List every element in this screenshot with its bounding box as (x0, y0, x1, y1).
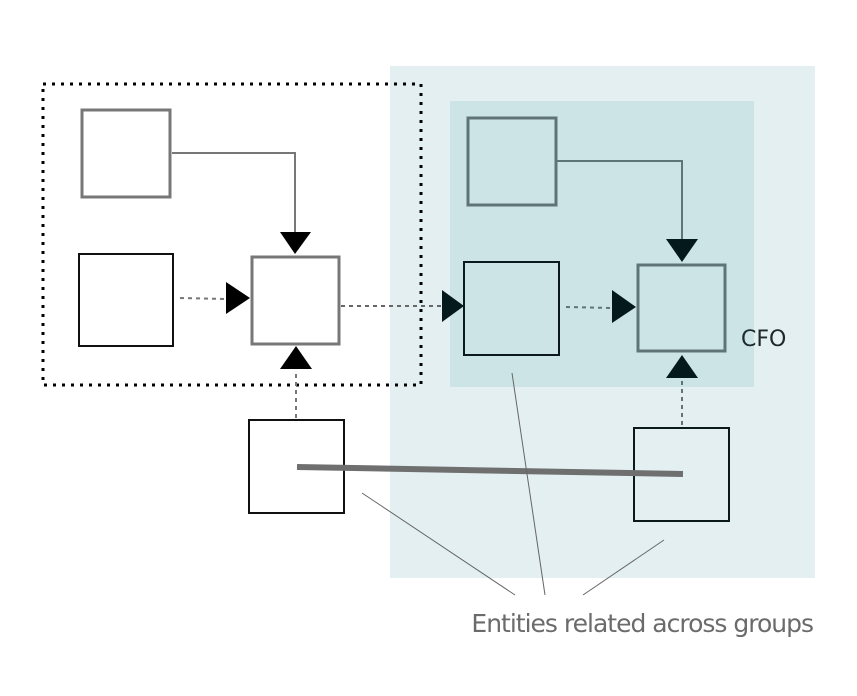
callout-line-right (582, 539, 665, 596)
entity-right-center-cfo[interactable] (636, 263, 727, 353)
arrowhead-right-icon (612, 290, 636, 323)
entity-left-center[interactable] (250, 255, 341, 346)
edge-left-middle-to-center (179, 297, 227, 300)
callout-line-left (361, 492, 516, 596)
cfo-label: CFO (741, 327, 786, 352)
arrowhead-up-icon (280, 346, 312, 369)
caption-label: Entities related across groups (471, 609, 813, 638)
entity-right-top[interactable] (466, 116, 558, 207)
callout-line-middle (511, 372, 546, 596)
inner-shaded-group (450, 101, 754, 387)
entity-left-middle[interactable] (78, 253, 174, 347)
entity-right-middle[interactable] (463, 261, 560, 356)
entity-left-top[interactable] (80, 108, 172, 199)
edge-left-top-to-center (172, 152, 296, 233)
arrowhead-down-icon (280, 232, 311, 254)
cross-group-relation-bar (296, 464, 684, 477)
arrowhead-down-icon (666, 239, 698, 262)
arrowhead-right-icon (442, 290, 464, 322)
arrowhead-right-icon (226, 282, 250, 314)
dotted-group-border (41, 82, 423, 387)
arrowhead-up-icon (666, 355, 698, 378)
edge-right-top-to-center (557, 160, 683, 239)
